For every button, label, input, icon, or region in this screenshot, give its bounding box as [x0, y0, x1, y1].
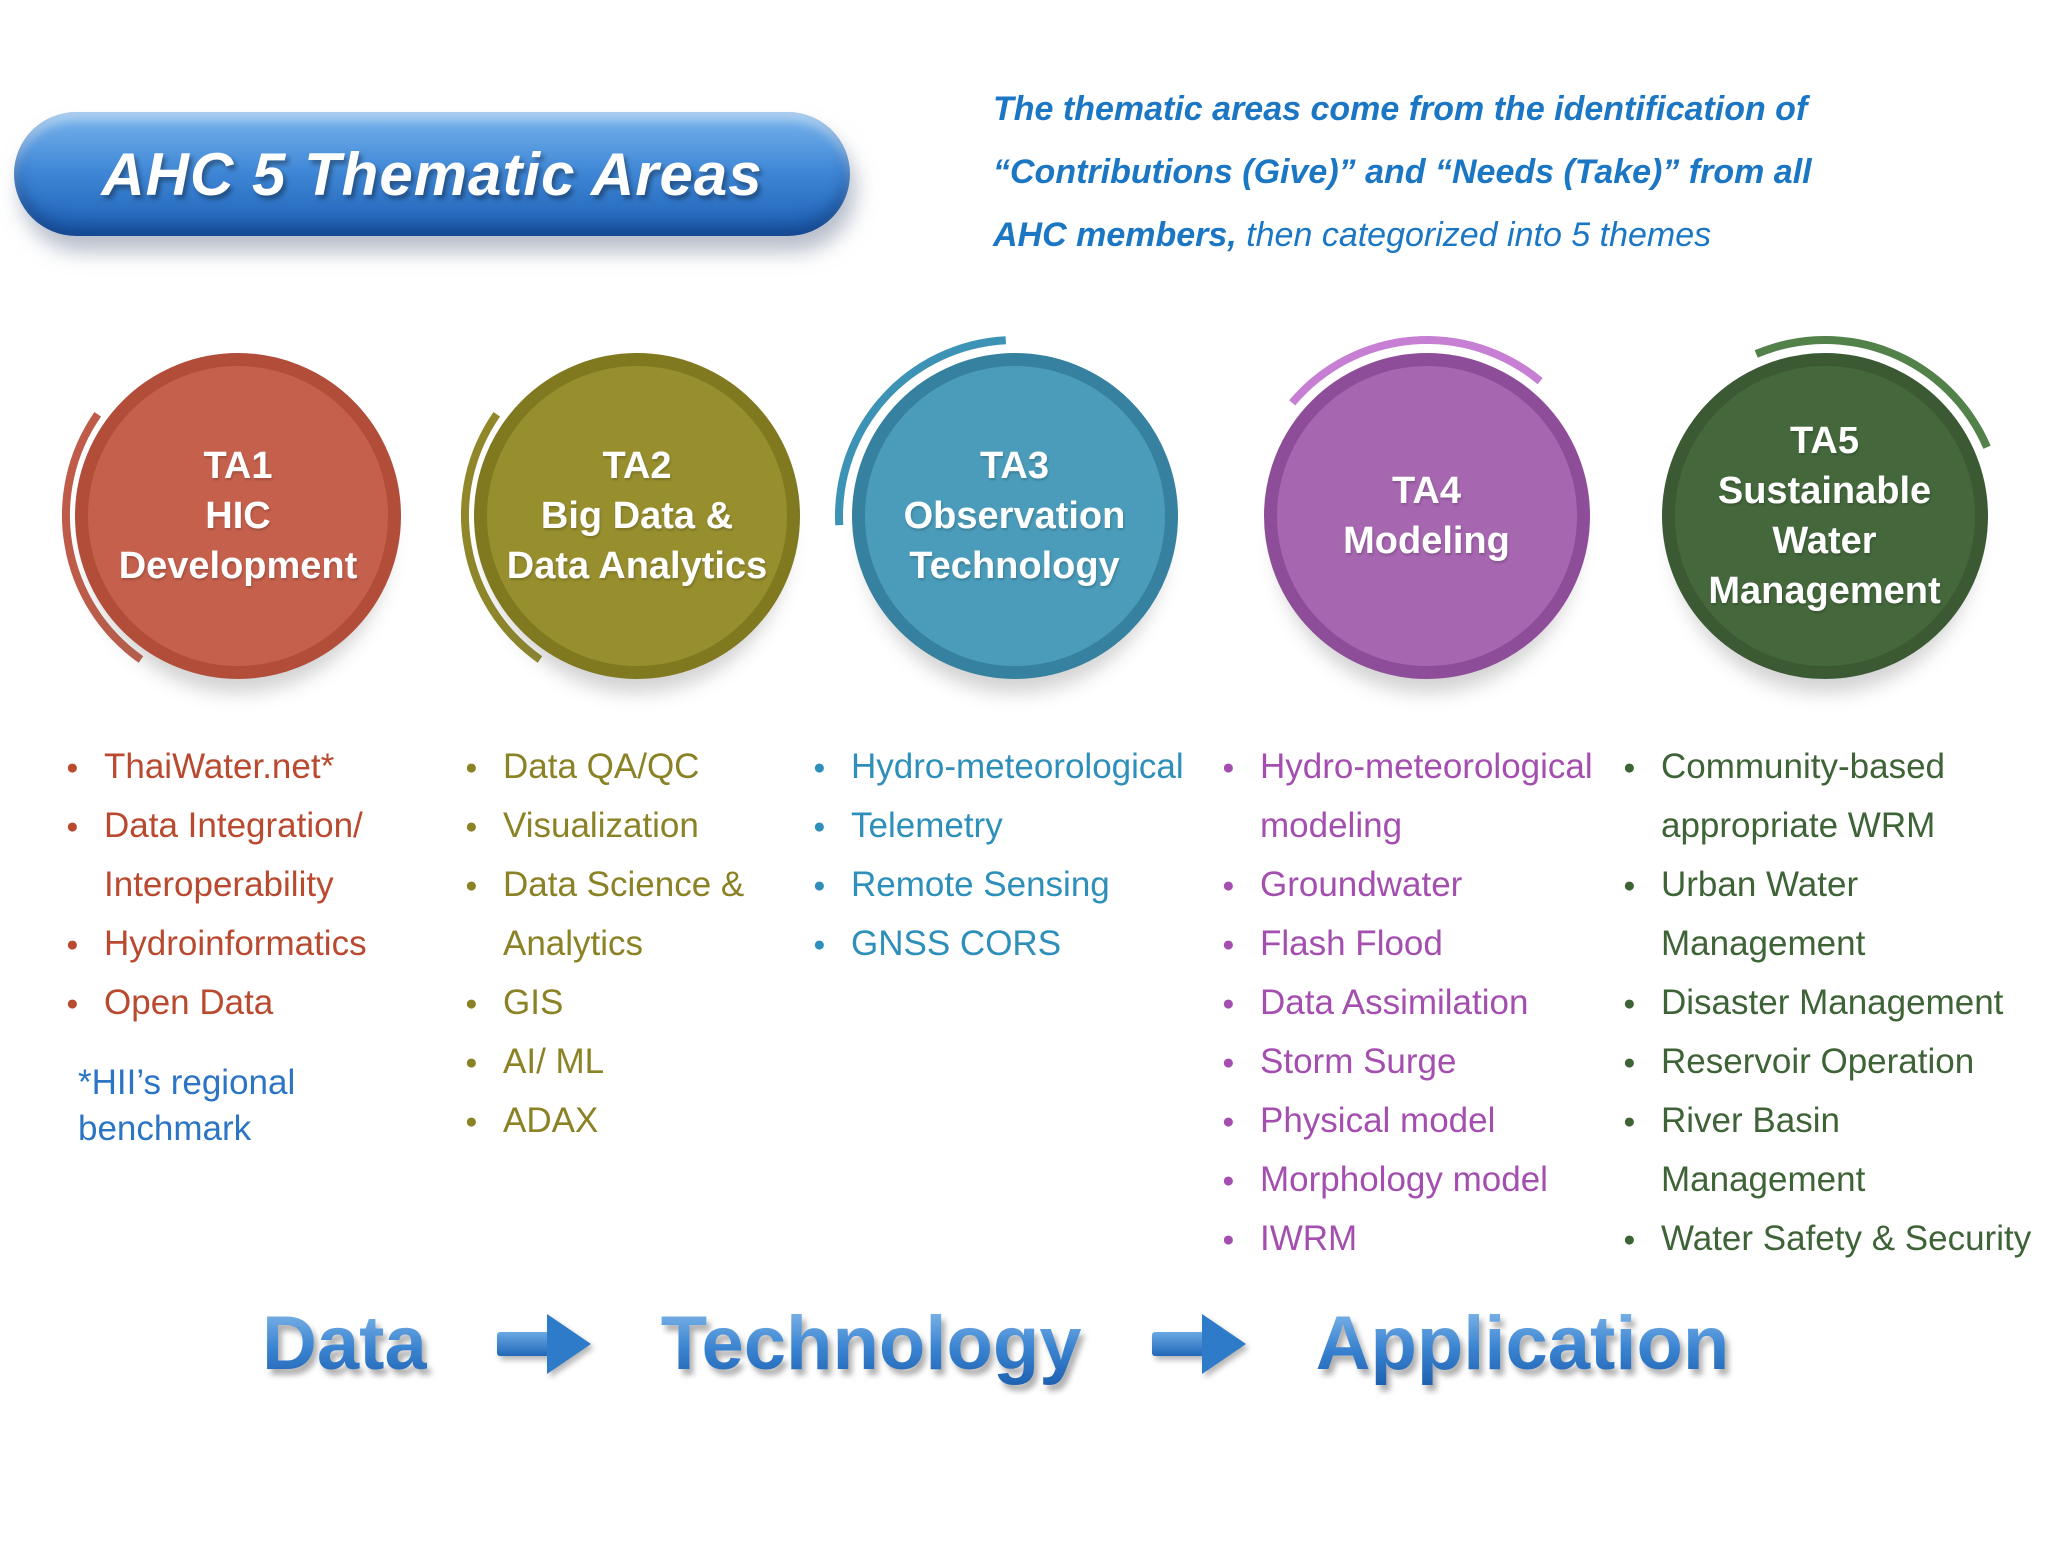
theme-column-ta5: TA5 Sustainable Water Management Communi… [1590, 281, 2048, 1269]
intro-line-3: AHC members, then categorized into 5 the… [993, 204, 1923, 267]
list-item: River Basin Management [1623, 1091, 2040, 1209]
theme-column-ta3: TA3 Observation Technology Hydro-meteoro… [760, 261, 1269, 974]
list-item: Morphology model [1222, 1150, 1645, 1210]
ta1-footnote: *HII’s regional benchmark [78, 1063, 296, 1148]
intro-line-3-rest: then categorized into 5 themes [1236, 216, 1712, 254]
list-item: Disaster Management [1623, 973, 2040, 1033]
ta3-item-list: Hydro-meteorological Telemetry Remote Se… [799, 737, 1230, 974]
intro-line-2: “Contributions (Give)” and “Needs (Take)… [993, 153, 1812, 191]
list-item: Hydroinformatics [66, 914, 424, 974]
ta2-circle: TA2 Big Data & Data Analytics [474, 353, 800, 679]
ta1-circle-title: TA1 HIC Development [118, 444, 358, 588]
list-item: Data Assimilation [1222, 973, 1645, 1033]
ta3-circle-title: TA3 Observation Technology [903, 444, 1126, 588]
list-item: Physical model [1222, 1091, 1645, 1151]
ta4-circle-title: TA4 Modeling [1343, 469, 1510, 562]
ta1-item-list: ThaiWater.net* Data Integration/ Interop… [52, 737, 424, 1033]
flow-step-application: Application [1315, 1301, 1730, 1386]
ta1-circle-wrap: TA1 HIC Development [33, 306, 451, 724]
ta5-circle-wrap: TA5 Sustainable Water Management [1590, 281, 2048, 751]
ta2-circle-title: TA2 Big Data & Data Analytics [506, 444, 768, 588]
page-title: AHC 5 Thematic Areas [101, 140, 763, 208]
list-item: Flash Flood [1222, 914, 1645, 974]
ta4-item-list: Hydro-meteorological modeling Groundwate… [1208, 737, 1645, 1269]
list-item: Telemetry [813, 796, 1230, 856]
list-item: ThaiWater.net* [66, 737, 424, 797]
right-arrow-icon [496, 1313, 591, 1374]
list-item: Visualization [465, 796, 823, 856]
theme-column-ta4: TA4 Modeling Hydro-meteorological modeli… [1208, 320, 1645, 1269]
list-item: Groundwater [1222, 855, 1645, 915]
list-item: Storm Surge [1222, 1032, 1645, 1092]
list-item: AI/ ML [465, 1032, 823, 1092]
ta5-circle-title: TA5 Sustainable Water Management [1708, 419, 1941, 613]
theme-column-ta1: TA1 HIC Development ThaiWater.net* Data … [33, 306, 451, 1152]
list-item: Data Integration/ Interoperability [66, 796, 424, 914]
list-item: IWRM [1222, 1209, 1645, 1269]
list-item: Remote Sensing [813, 855, 1230, 915]
title-banner: AHC 5 Thematic Areas [14, 112, 850, 236]
ta2-item-list: Data QA/QC Visualization Data Science & … [451, 737, 823, 1151]
ta5-circle: TA5 Sustainable Water Management [1661, 353, 1988, 679]
ta2-circle-wrap: TA2 Big Data & Data Analytics [432, 306, 850, 724]
ta4-circle-wrap: TA4 Modeling [1208, 320, 1645, 712]
list-item: Data Science & Analytics [465, 855, 823, 973]
list-item: GIS [465, 973, 823, 1033]
list-item: Open Data [66, 973, 424, 1033]
list-item: Hydro-meteorological modeling [1222, 737, 1645, 855]
flow-step-data: Data [262, 1301, 427, 1386]
intro-line-3-bold: AHC members, [993, 216, 1237, 254]
ta3-circle-wrap: TA3 Observation Technology [760, 261, 1269, 771]
intro-line-1: The thematic areas come from the identif… [993, 90, 1808, 128]
intro-text: The thematic areas come from the identif… [993, 78, 1923, 267]
list-item: Reservoir Operation [1623, 1032, 2040, 1092]
list-item: ADAX [465, 1091, 823, 1151]
ta3-circle: TA3 Observation Technology [851, 353, 1178, 679]
theme-column-ta2: TA2 Big Data & Data Analytics Data QA/QC… [432, 306, 850, 1151]
ta1-circle: TA1 HIC Development [75, 353, 401, 679]
right-arrow-icon [1151, 1313, 1246, 1374]
ta5-item-list: Community-based appropriate WRM Urban Wa… [1609, 737, 2040, 1269]
list-item: Hydro-meteorological [813, 737, 1230, 797]
list-item: Data QA/QC [465, 737, 823, 797]
list-item: Urban Water Management [1623, 855, 2040, 973]
flow-row: Data Technology Application [262, 1300, 1729, 1387]
list-item: Water Safety & Security [1623, 1209, 2040, 1269]
ta4-circle: TA4 Modeling [1263, 353, 1590, 679]
flow-step-technology: Technology [660, 1301, 1082, 1386]
list-item: GNSS CORS [813, 914, 1230, 974]
list-item: Community-based appropriate WRM [1623, 737, 2040, 855]
